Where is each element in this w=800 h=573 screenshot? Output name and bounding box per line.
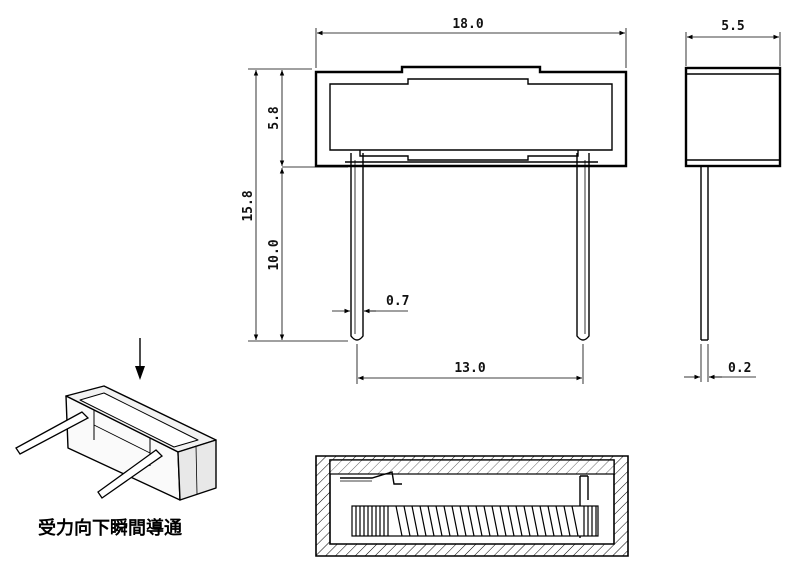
lead-diameter-label: 0.7 xyxy=(386,294,409,309)
front-body-inner xyxy=(329,78,613,151)
section-spring xyxy=(351,505,599,537)
isometric-view: 受力向下瞬間導通 xyxy=(15,338,217,539)
dim-total-height: 15.8 xyxy=(241,68,348,342)
total-height-label: 15.8 xyxy=(241,190,256,221)
dim-lead-spacing: 13.0 xyxy=(356,344,584,384)
dim-width: 18.0 xyxy=(315,17,627,68)
front-body-outline xyxy=(314,65,628,168)
side-body xyxy=(684,66,782,168)
dim-lead-diameter: 0.7 xyxy=(332,294,409,314)
iso-leads xyxy=(15,411,164,499)
dim-lead-thickness: 0.2 xyxy=(684,344,756,382)
front-contact-strip xyxy=(359,150,579,161)
dim-depth: 5.5 xyxy=(685,19,781,66)
force-arrow xyxy=(135,338,145,380)
iso-body xyxy=(65,385,217,501)
cross-section-view xyxy=(315,455,629,557)
section-contact-wire xyxy=(340,471,402,485)
width-label: 18.0 xyxy=(452,17,483,32)
depth-label: 5.5 xyxy=(721,19,744,34)
lead-spacing-label: 13.0 xyxy=(454,361,485,376)
front-view: 18.0 15.8 5.8 10.0 0.7 xyxy=(241,17,628,384)
side-lead xyxy=(700,166,709,341)
dim-lead-length: 10.0 xyxy=(267,168,285,340)
body-height-label: 5.8 xyxy=(267,106,282,130)
left-lead xyxy=(350,153,364,341)
lead-length-label: 10.0 xyxy=(267,239,282,270)
iso-caption: 受力向下瞬間導通 xyxy=(38,517,182,539)
lead-thickness-label: 0.2 xyxy=(728,361,751,376)
dim-body-height: 5.8 xyxy=(267,70,348,168)
side-view: 5.5 0.2 xyxy=(684,19,782,382)
right-lead xyxy=(576,153,590,341)
